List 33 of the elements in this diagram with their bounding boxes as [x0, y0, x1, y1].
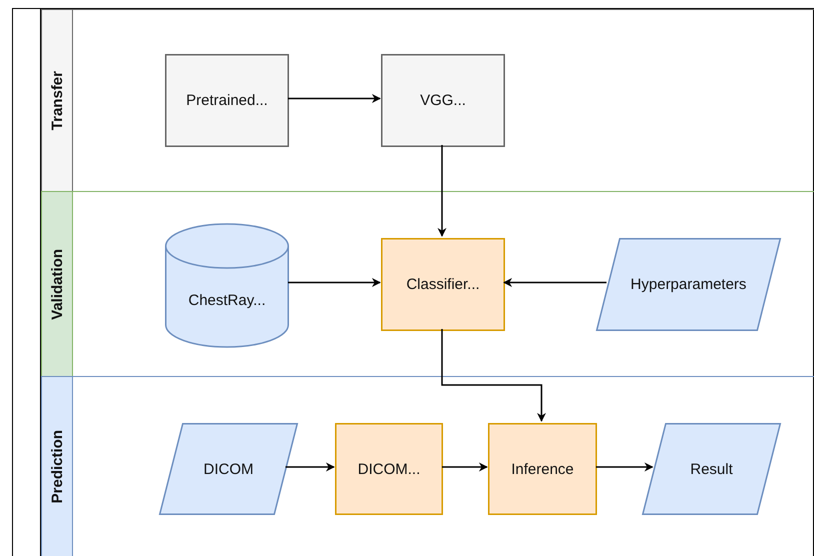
process-box: [335, 423, 443, 515]
process-box: [488, 423, 597, 515]
node-label: Classifier...: [406, 276, 480, 293]
swimlane: [41, 191, 814, 376]
arrow: [596, 462, 654, 472]
node-label: Inference: [511, 460, 574, 478]
node-label: DICOM: [204, 460, 254, 478]
process-box: [381, 238, 505, 331]
arrow: [503, 278, 606, 287]
arrow: [442, 462, 488, 472]
pool-container: [12, 8, 814, 556]
node-label: Hyperparameters: [630, 276, 746, 293]
arrow: [288, 278, 381, 287]
process-box: [165, 54, 289, 147]
arrow: [288, 94, 381, 103]
node-label: Pretrained...: [186, 92, 268, 109]
swimlane: [41, 376, 814, 556]
swimlane: [41, 9, 814, 191]
lane-title: Prediction: [48, 430, 66, 504]
arrow: [286, 462, 335, 472]
data-parallelogram: [642, 423, 781, 515]
node-label: ChestRay...: [188, 292, 266, 309]
process-box: [381, 54, 505, 147]
arrow: [438, 145, 446, 237]
arrow: [441, 329, 546, 422]
node-label: VGG...: [420, 92, 466, 109]
node-label: Result: [690, 460, 733, 478]
lane-title: Transfer: [48, 70, 66, 130]
node-label: DICOM...: [358, 460, 420, 478]
database-cylinder: [165, 224, 289, 347]
lane-title: Validation: [48, 248, 66, 320]
data-parallelogram: [159, 423, 298, 515]
data-parallelogram: [596, 238, 781, 331]
